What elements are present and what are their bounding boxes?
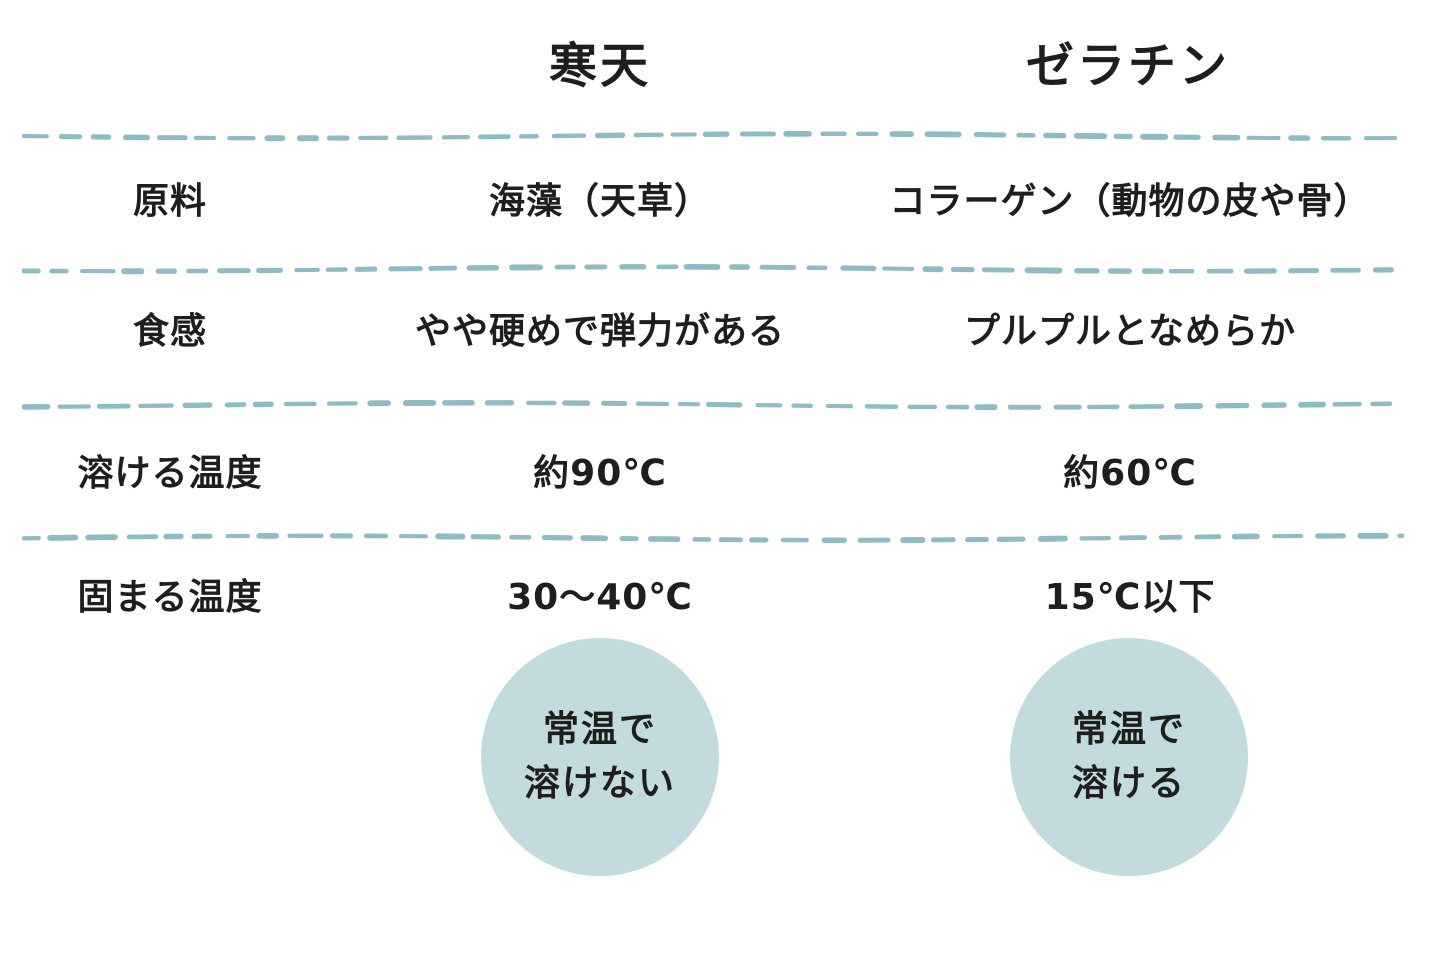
table-row-texture: 食感 やや硬めで弾力がある プルプルとなめらか [0,297,1440,367]
kanten-note-badge: 常温で 溶けない [481,638,719,876]
table-row-setting-temp: 固まる温度 30〜40℃ 15℃以下 [0,563,1440,633]
dashed-divider [22,130,1398,142]
row-label: 溶ける温度 [77,453,263,494]
gelatin-value: 約60℃ [1063,453,1197,494]
row-label: 食感 [132,311,207,352]
note-line: 常温で [1071,709,1186,750]
gelatin-value: コラーゲン（動物の皮や骨） [889,181,1371,222]
kanten-value: 海藻（天草） [488,181,711,222]
gelatin-note-badge: 常温で 溶ける [1010,638,1248,876]
note-line: 溶けない [523,763,676,804]
kanten-value: やや硬めで弾力がある [414,311,785,352]
dashed-divider [22,399,1393,411]
dashed-divider [22,263,1394,275]
gelatin-value: プルプルとなめらか [964,311,1296,352]
column-header-gelatin: ゼラチン [1025,38,1230,94]
row-label: 原料 [132,181,207,222]
note-line: 常温で [542,709,657,750]
dashed-divider [22,532,1405,544]
gelatin-value: 15℃以下 [1044,577,1216,618]
column-header-kanten: 寒天 [548,38,651,94]
note-line: 溶ける [1071,763,1186,804]
table-row-ingredient: 原料 海藻（天草） コラーゲン（動物の皮や骨） [0,167,1440,237]
kanten-value: 約90℃ [533,453,667,494]
table-row-melting-temp: 溶ける温度 約90℃ 約60℃ [0,439,1440,509]
kanten-value: 30〜40℃ [507,577,693,618]
row-label: 固まる温度 [77,577,263,618]
